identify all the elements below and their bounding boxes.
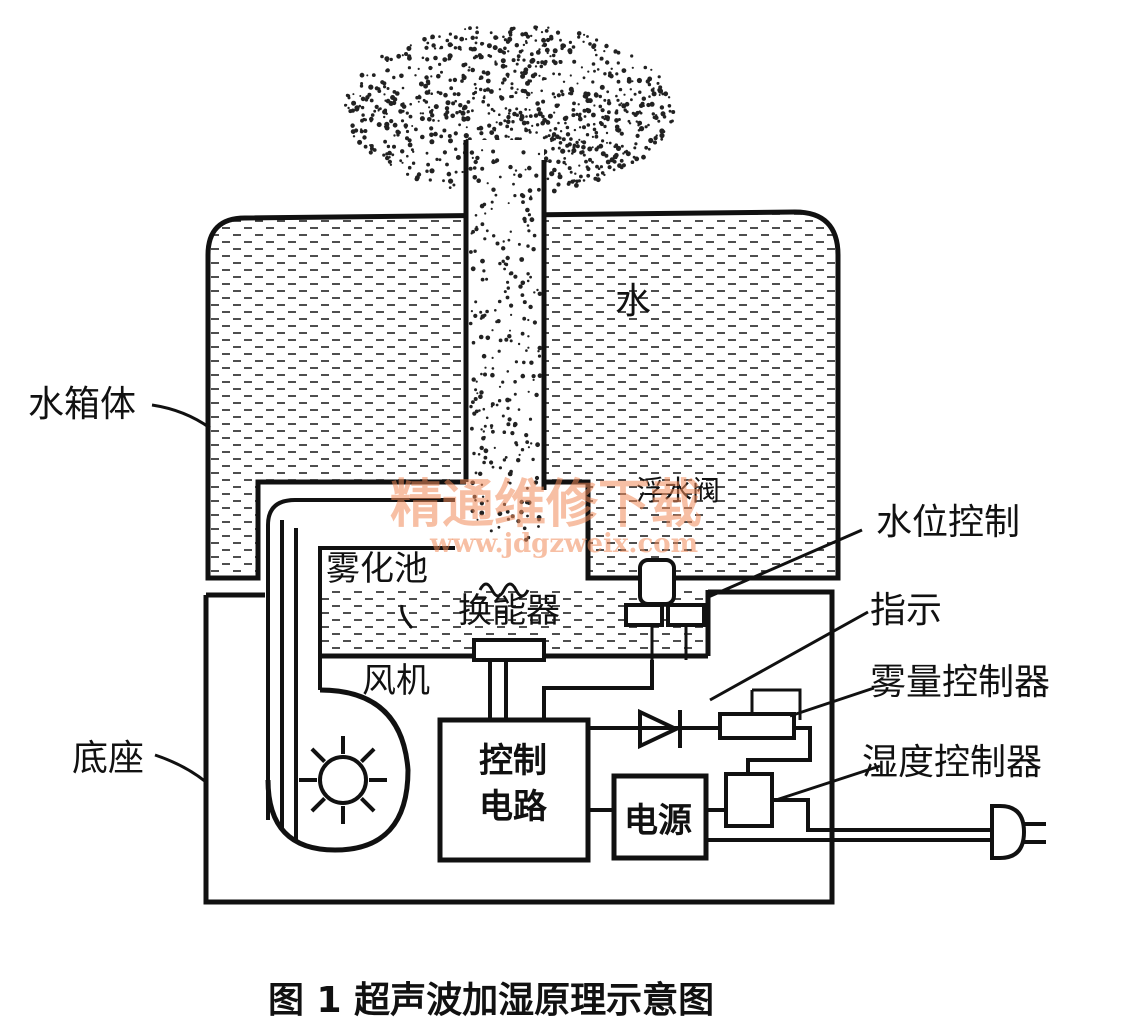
label-control-circuit-1: 控制 xyxy=(479,741,547,781)
transducer-element xyxy=(472,638,546,662)
label-water-level-control: 水位控制 xyxy=(876,502,1020,543)
label-control-circuit-2: 电路 xyxy=(479,787,548,827)
wiring xyxy=(542,660,992,842)
control-circuit-box xyxy=(437,717,591,863)
label-mist-volume-controller: 雾量控制器 xyxy=(870,662,1050,703)
leader-lines xyxy=(151,403,881,802)
label-indicator: 指示 xyxy=(870,590,942,631)
label-humidity-controller: 湿度控制器 xyxy=(862,742,1042,783)
watermark-url: www.jdgzweix.com xyxy=(429,529,698,559)
label-power-supply: 电源 xyxy=(624,801,692,841)
power-supply-box xyxy=(611,773,709,861)
watermark-text: 精通维修下载 xyxy=(390,474,702,535)
label-atomizing-pool: 雾化池 xyxy=(326,549,428,589)
water-tank xyxy=(205,140,841,581)
float-valve xyxy=(624,558,706,660)
label-water: 水 xyxy=(615,281,651,322)
fan-hub xyxy=(318,755,368,805)
label-fan: 风机 xyxy=(362,661,430,701)
humidity-controller-box xyxy=(724,772,774,828)
base-housing xyxy=(203,589,835,905)
label-float-valve: 浮水阀 xyxy=(636,474,720,507)
label-transducer: 换能器 xyxy=(458,591,560,631)
figure-caption: 图 1 超声波加湿原理示意图 xyxy=(268,980,714,1021)
chimney-mist xyxy=(468,149,543,542)
air-duct xyxy=(266,498,455,840)
transducer xyxy=(472,582,546,720)
label-tank-body: 水箱体 xyxy=(28,384,136,425)
label-base: 底座 xyxy=(72,738,144,779)
power-plug xyxy=(990,804,1046,860)
fan-blades xyxy=(299,736,387,824)
mist-volume-controller xyxy=(718,688,802,740)
fan xyxy=(265,687,411,853)
